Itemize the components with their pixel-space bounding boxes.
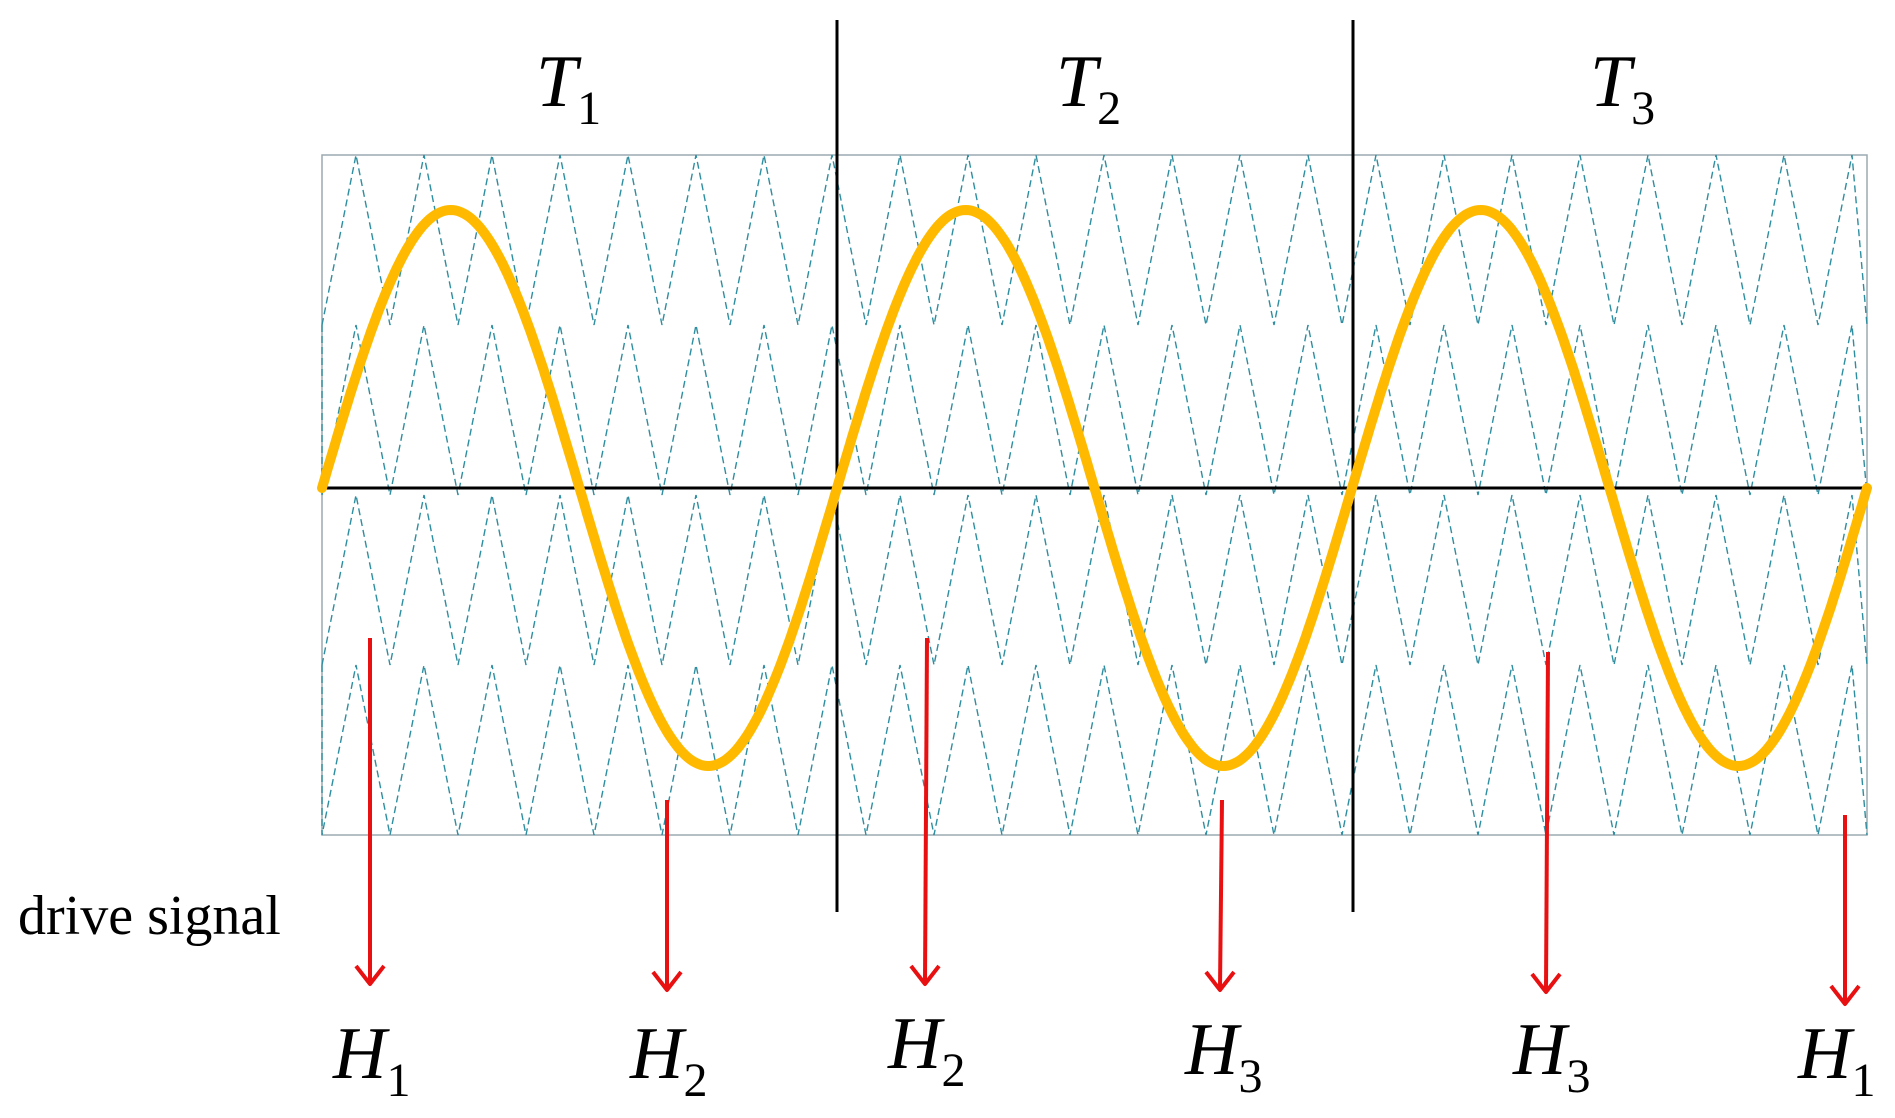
period-label-t1: T1 [536,41,601,135]
carrier-band-3 [321,494,1868,666]
output-label-h3-left: H3 [1184,1009,1262,1103]
output-label-h3-right: H3 [1512,1009,1590,1103]
output-label-h1-right: H1 [1797,1013,1875,1107]
arrow-h1-left [354,638,386,986]
drive-signal-label: drive signal [18,885,281,947]
drive-arrows [354,637,1861,1006]
output-label-h2-right: H2 [887,1003,965,1097]
carrier-band-1 [321,154,1868,326]
arrow-h2-left [651,800,683,992]
period-label-t2: T2 [1056,41,1121,135]
carrier-band-4 [321,664,1868,836]
reference-sine-wave [317,204,1872,772]
arrow-h3-right [1530,651,1562,994]
period-label-t3: T3 [1590,41,1655,135]
carrier-band-2 [321,324,1868,496]
output-label-h2-left: H2 [629,1013,707,1107]
arrow-h1-right [1829,815,1861,1006]
arrow-h2-right [909,637,941,986]
output-label-h1-left: H1 [332,1013,410,1107]
arrow-h3-left [1204,799,1236,992]
carrier-waves [321,154,1868,836]
